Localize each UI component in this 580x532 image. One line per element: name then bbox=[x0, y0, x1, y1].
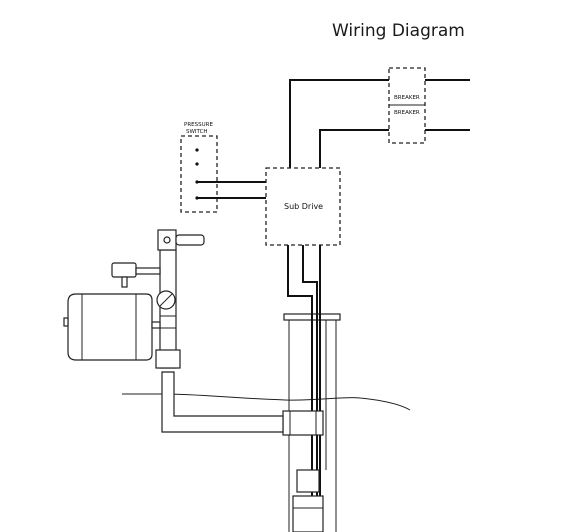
sub-drive-label: Sub Drive bbox=[284, 202, 323, 211]
valve-handle bbox=[175, 234, 205, 246]
pump-body bbox=[292, 495, 324, 532]
pressure-tank bbox=[63, 293, 161, 361]
switch-terminal bbox=[195, 148, 199, 152]
submersible-pump bbox=[292, 469, 324, 532]
tank-air-valve bbox=[63, 317, 69, 327]
pipe-fitting bbox=[155, 349, 181, 369]
switch-terminal bbox=[195, 162, 199, 166]
sub-drive: Sub Drive bbox=[265, 167, 341, 246]
pressure-switch-outline bbox=[180, 135, 218, 213]
relief-pipe bbox=[135, 267, 161, 275]
switch-to-drive-wires bbox=[197, 181, 266, 199]
pressure-switch-label-1: PRESSURE bbox=[184, 122, 213, 128]
breaker-bottom-label: BREAKER bbox=[394, 110, 420, 116]
tank-connector bbox=[151, 321, 161, 329]
pressure-switch-label-2: SWITCH bbox=[186, 129, 208, 135]
supply-wires bbox=[425, 79, 470, 131]
line-wire-2 bbox=[319, 129, 389, 168]
sub-drive-outline bbox=[265, 167, 341, 246]
relief-stem bbox=[121, 276, 128, 288]
check-valve bbox=[296, 469, 320, 493]
water-piping bbox=[155, 249, 284, 433]
motor-lead-2 bbox=[302, 245, 318, 532]
valve-stem bbox=[163, 236, 171, 244]
line-wire-1 bbox=[289, 79, 389, 168]
breaker-box: BREAKER BREAKER bbox=[388, 67, 426, 144]
ground-line bbox=[122, 393, 411, 411]
tank-body bbox=[67, 293, 153, 361]
pitless-adapter bbox=[282, 410, 324, 436]
top-valve bbox=[157, 229, 205, 251]
relief-valve bbox=[111, 262, 137, 278]
diagram-title: Wiring Diagram bbox=[332, 21, 465, 41]
supply-pipe bbox=[161, 371, 284, 433]
gauge-needle bbox=[159, 293, 173, 307]
pitless-body bbox=[282, 410, 324, 436]
relief-tee bbox=[111, 262, 161, 288]
breaker-top-label: BREAKER bbox=[394, 95, 420, 101]
breaker-to-drive-wires bbox=[289, 79, 389, 168]
pressure-gauge bbox=[156, 290, 176, 310]
